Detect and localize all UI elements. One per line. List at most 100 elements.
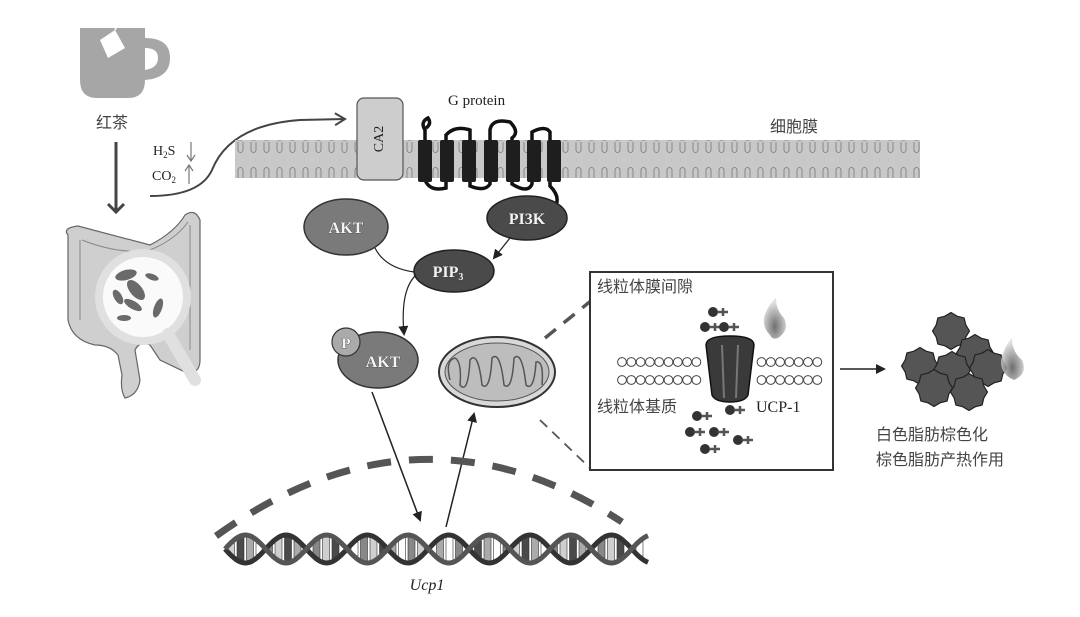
- fat-cell: [931, 311, 971, 351]
- gut-bacteria-icon: [112, 269, 164, 321]
- magnifier-icon: [95, 249, 201, 386]
- gene-label: Ucp1: [410, 577, 445, 594]
- svg-text:PI3K: PI3K: [509, 211, 546, 228]
- akt-node: AKT: [303, 198, 389, 256]
- proton-icon: [700, 444, 720, 454]
- base-pair: [360, 536, 368, 562]
- lipid-head: [793, 375, 804, 385]
- lipid-head: [812, 357, 823, 367]
- svg-text:H2S: H2S: [153, 144, 175, 160]
- proton-icon: [685, 427, 705, 437]
- g-protein-receptor: G protein: [418, 93, 561, 220]
- ucp1-channel-icon: [705, 335, 755, 403]
- lipid-head: [784, 357, 795, 367]
- black-tea-label: 红茶: [96, 113, 128, 132]
- zoom-line-top: [543, 298, 594, 340]
- lipid-head: [645, 375, 655, 385]
- proton-icon: [700, 322, 720, 332]
- phospho-akt-node: P AKT: [331, 327, 419, 389]
- lipid-head: [765, 375, 776, 385]
- lipid-head: [635, 375, 646, 385]
- lipid-head: [617, 357, 627, 367]
- lipid-head: [654, 357, 665, 367]
- lipid-head: [803, 357, 813, 367]
- lipid-head: [803, 375, 813, 385]
- lipid-head: [682, 357, 692, 367]
- pakt-to-gene-arrow: [371, 391, 422, 522]
- svg-text:AKT: AKT: [366, 354, 401, 371]
- base-pair: [483, 536, 492, 562]
- lipid-head: [756, 375, 767, 385]
- inner-mitochondrial-membrane: [617, 357, 823, 385]
- gene-to-mitochondrion-arrow: [445, 412, 477, 528]
- lipid-head: [617, 375, 627, 385]
- base-pair: [369, 537, 378, 561]
- lipid-head: [654, 375, 665, 385]
- base-pair: [284, 536, 292, 562]
- lipid-head: [812, 375, 823, 385]
- pi3k-node: PI3K: [486, 195, 568, 241]
- lipid-head: [775, 357, 785, 367]
- pi3k-to-pip3-arrow: [492, 237, 511, 260]
- base-pair: [398, 537, 406, 561]
- base-pair: [569, 536, 577, 562]
- proton-icon: [708, 307, 728, 317]
- ucp1-protein-label: UCP-1: [756, 399, 800, 416]
- lipid-head: [682, 375, 692, 385]
- base-pair: [407, 536, 416, 562]
- svg-text:CO2: CO2: [152, 169, 176, 185]
- fat-cell: [949, 372, 989, 412]
- dna-strand: [223, 532, 649, 566]
- base-pair: [445, 536, 454, 562]
- nucleus-boundary-dashed: [213, 455, 624, 539]
- gut-to-ca2-arrow: [149, 112, 347, 197]
- proton-icon: [719, 322, 739, 332]
- phosphate-label: P: [341, 336, 350, 352]
- pip3-node: PIP3: [413, 249, 495, 293]
- mitochondrion-icon: [438, 336, 556, 408]
- lipid-head: [626, 357, 637, 367]
- pip3-to-pakt-arrow: [398, 274, 417, 336]
- lipid-head: [691, 357, 702, 367]
- lipid-head: [672, 357, 683, 367]
- proton-icon: [733, 435, 753, 445]
- intermembrane-space-label: 线粒体膜间隙: [597, 277, 693, 296]
- fat-cell-cluster-icon: [900, 311, 1008, 412]
- result-line-2: 棕色脂肪产热作用: [876, 450, 1004, 469]
- proton-icon: [709, 427, 729, 437]
- zoom-line-bottom: [539, 419, 593, 471]
- lipid-head: [691, 375, 702, 385]
- base-pair: [607, 536, 615, 562]
- svg-text:AKT: AKT: [329, 220, 364, 237]
- proton-icon: [725, 405, 745, 415]
- dna-strand: [223, 532, 649, 566]
- lipid-head: [765, 357, 776, 367]
- result-line-1: 白色脂肪棕色化: [876, 425, 988, 444]
- g-protein-label: G protein: [448, 93, 506, 109]
- lipid-head: [793, 357, 804, 367]
- fat-cell: [968, 348, 1008, 388]
- cell-membrane-label: 细胞膜: [770, 117, 818, 136]
- lipid-head: [672, 375, 683, 385]
- base-pair: [531, 537, 539, 561]
- lipid-head: [645, 357, 655, 367]
- svg-text:PIP3: PIP3: [433, 264, 464, 283]
- dna-icon: [223, 532, 649, 566]
- fat-cell: [914, 368, 954, 408]
- flame-icon: [763, 298, 786, 339]
- lipid-head: [635, 357, 646, 367]
- svg-text:CA2: CA2: [372, 126, 387, 152]
- lipid-head: [784, 375, 795, 385]
- cell-membrane: [235, 140, 920, 178]
- lipid-head: [663, 375, 674, 385]
- flame-icon: [1001, 338, 1024, 380]
- lipid-head: [663, 357, 674, 367]
- proton-icon: [692, 411, 712, 421]
- lipid-head: [756, 357, 767, 367]
- akt-to-pip3-line: [374, 247, 415, 273]
- base-pair: [322, 536, 330, 562]
- lipid-head: [626, 375, 637, 385]
- proton-group: [685, 307, 753, 454]
- base-pair: [521, 536, 530, 562]
